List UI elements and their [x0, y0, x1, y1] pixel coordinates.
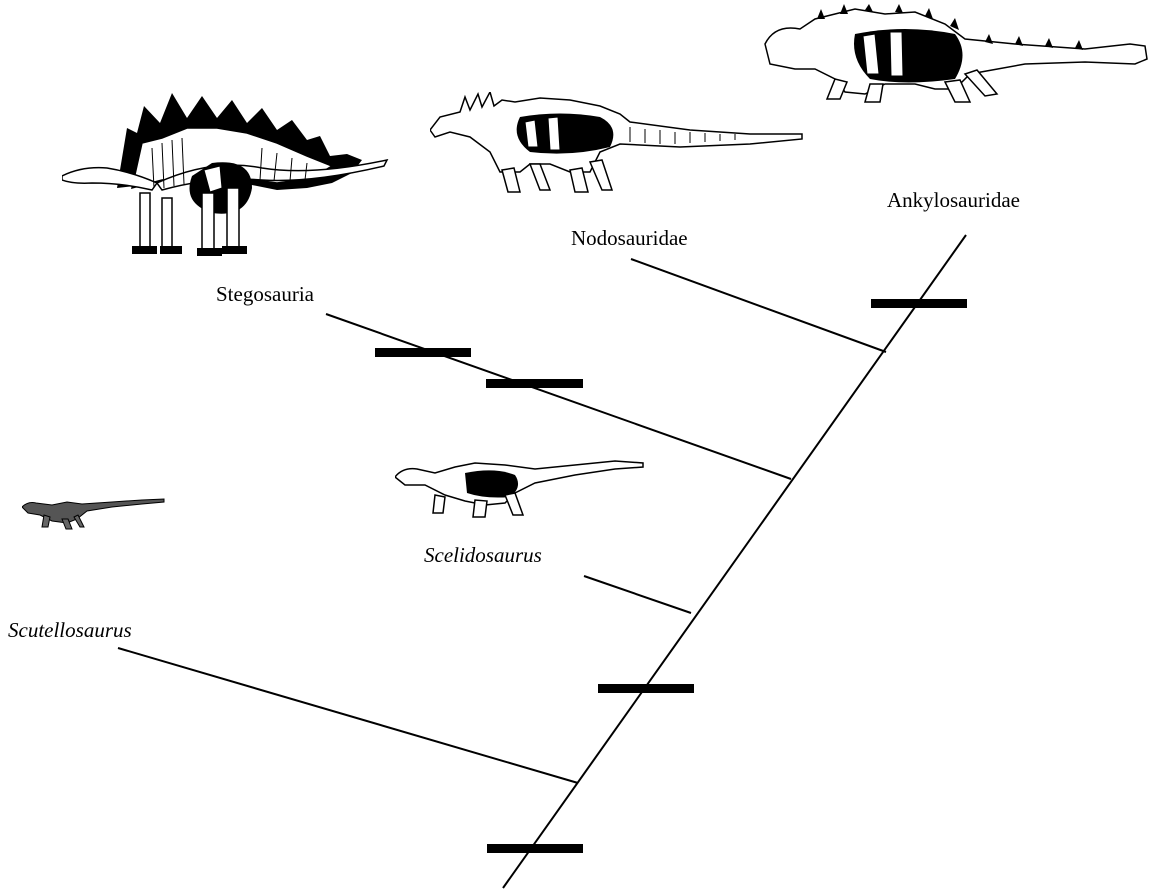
nodosaur-skeleton-icon [430, 92, 805, 197]
branch-scutellosaurus [118, 648, 578, 783]
taxon-label-scutellosaurus: Scutellosaurus [8, 620, 132, 641]
taxon-label-stegosauria: Stegosauria [216, 284, 314, 305]
ankylosaur-skeleton-icon [755, 4, 1151, 104]
taxon-label-nodosauridae: Nodosauridae [571, 228, 688, 249]
synapomorphy-bar [486, 379, 583, 388]
scutellosaurus-skeleton-icon [22, 497, 167, 532]
branch-nodosauridae [631, 259, 886, 352]
synapomorphy-bar [375, 348, 471, 357]
cladogram-trunk [503, 235, 966, 888]
taxon-label-scelidosaurus: Scelidosaurus [424, 545, 542, 566]
branch-scelidosaurus [584, 576, 691, 613]
synapomorphy-bar [598, 684, 694, 693]
taxon-label-ankylosauridae: Ankylosauridae [887, 190, 1020, 211]
synapomorphy-bar [871, 299, 967, 308]
synapomorphy-bar [487, 844, 583, 853]
stegosaurus-skeleton-icon [62, 88, 392, 258]
scelidosaurus-skeleton-icon [395, 455, 645, 520]
